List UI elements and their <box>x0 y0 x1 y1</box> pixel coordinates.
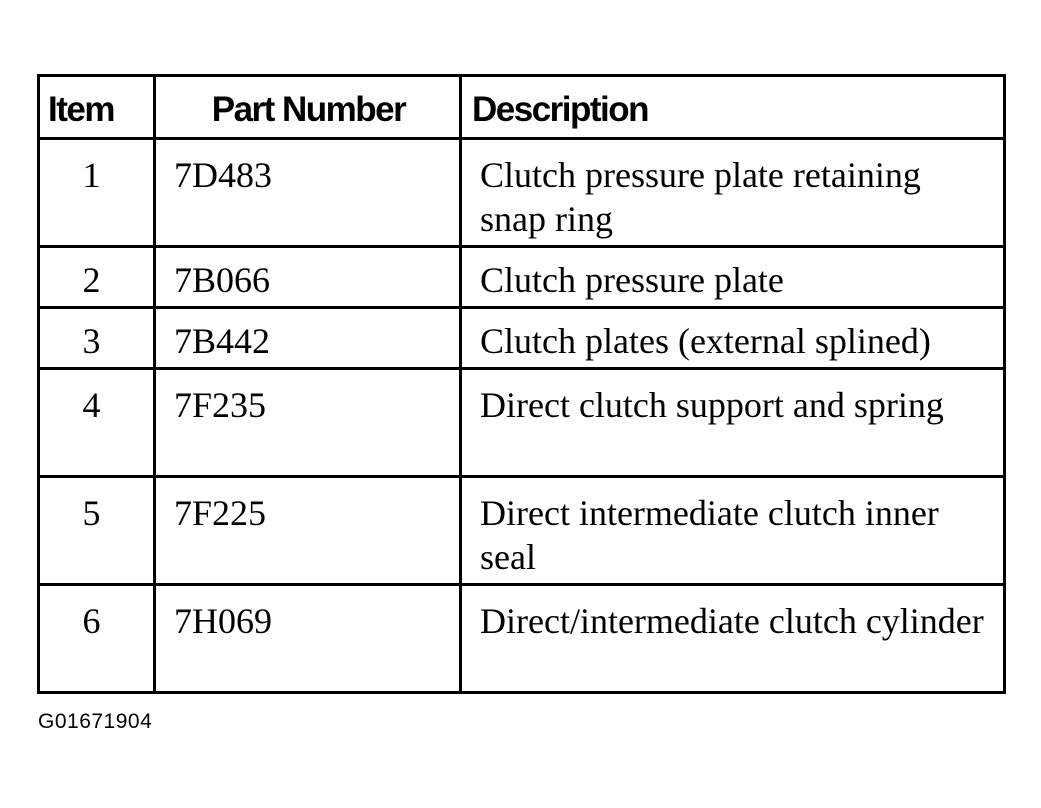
cell-description: Direct/intermediate clutch cylinder <box>459 583 1006 694</box>
cell-description: Direct clutch support and spring <box>459 367 1006 478</box>
header-description: Description <box>459 74 1006 140</box>
cell-part-number: 7B066 <box>153 245 462 309</box>
cell-item: 1 <box>37 137 156 248</box>
cell-item: 2 <box>37 245 156 309</box>
table-row: 4 7F235 Direct clutch support and spring <box>37 367 1006 478</box>
table-row: 3 7B442 Clutch plates (external splined) <box>37 306 1006 370</box>
parts-table: Item Part Number Description 1 7D483 Clu… <box>37 74 1006 694</box>
cell-description: Clutch plates (external splined) <box>459 306 1006 370</box>
cell-item: 5 <box>37 475 156 586</box>
table-row: 6 7H069 Direct/intermediate clutch cylin… <box>37 583 1006 694</box>
cell-part-number: 7H069 <box>153 583 462 694</box>
cell-part-number: 7D483 <box>153 137 462 248</box>
header-item: Item <box>37 74 156 140</box>
cell-item: 6 <box>37 583 156 694</box>
cell-item: 4 <box>37 367 156 478</box>
cell-description: Clutch pressure plate retaining snap rin… <box>459 137 1006 248</box>
cell-part-number: 7F225 <box>153 475 462 586</box>
cell-description: Direct intermediate clutch inner seal <box>459 475 1006 586</box>
cell-part-number: 7F235 <box>153 367 462 478</box>
table-row: 2 7B066 Clutch pressure plate <box>37 245 1006 309</box>
figure-caption: G01671904 <box>38 710 153 733</box>
table-row: 1 7D483 Clutch pressure plate retaining … <box>37 137 1006 248</box>
table-header-row: Item Part Number Description <box>37 74 1006 140</box>
cell-part-number: 7B442 <box>153 306 462 370</box>
cell-item: 3 <box>37 306 156 370</box>
header-part-number: Part Number <box>153 74 462 140</box>
cell-description: Clutch pressure plate <box>459 245 1006 309</box>
table-row: 5 7F225 Direct intermediate clutch inner… <box>37 475 1006 586</box>
